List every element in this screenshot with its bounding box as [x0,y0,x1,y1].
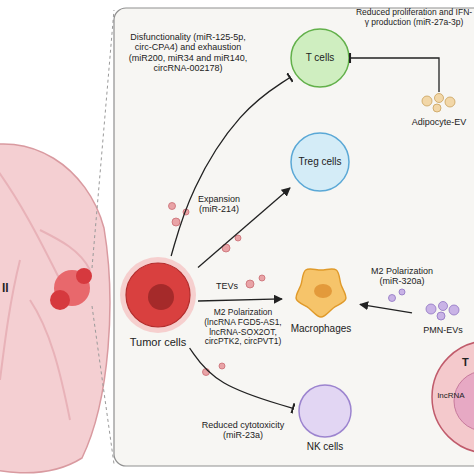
cell-label: T cells [284,52,356,63]
vesicle [449,305,459,315]
tumor-cell: Tumor cells [118,256,198,348]
arrow-connector [198,299,282,301]
edge-label: Reduced cytotoxicity (miR-23a) [196,420,290,441]
vesicle [422,96,432,106]
t-cell: T cells [290,28,350,88]
pmn-vesicles: PMN-EVs [412,300,474,336]
tumor-mass [76,268,92,284]
lung-shape [0,144,110,473]
cell-body [126,263,190,327]
inhibition-connector [350,58,439,92]
vesicle [183,209,189,215]
cell-nucleus [454,371,474,431]
nk-cell: NK cells [293,384,357,452]
vesicles [389,289,406,302]
cut-off-label: T [462,356,469,369]
vesicle [435,94,444,103]
cell-label: PMN-EVs [406,326,474,336]
vesicle [203,369,210,376]
edge-label: Reduced proliferation and IFN-γ producti… [355,8,473,28]
arrow-connector [198,188,290,268]
cell-shape [118,256,198,348]
cell-body [299,385,351,437]
vesicle-label: TEVs [216,281,238,291]
cell-nucleus [148,284,174,310]
vesicle [389,295,396,302]
inhibition-connector [171,78,290,257]
vesicle [433,104,441,112]
tumor-mass [50,290,70,310]
vesicle [399,289,405,295]
vesicle [246,280,254,288]
vesicle [235,235,241,241]
zoom-line [92,10,114,268]
cell-body [296,269,346,317]
vesicle [426,304,436,314]
vesicle [259,275,265,281]
cell-label: NK cells [287,441,363,452]
treg-cell: Treg cells [290,132,350,192]
zoom-line [92,306,114,464]
vesicle [222,244,230,252]
edge-label: Expansion (miR-214) [188,194,250,215]
vesicle [437,312,445,320]
vesicle [219,363,225,369]
vesicle [169,203,176,210]
arrow-connector [360,304,412,313]
adipocyte-vesicles: Adipocyte-EV [404,92,474,128]
cell-label: lncRNA [422,392,474,401]
edge-label: M2 Polarization (lncRNA FGD5-AS1, lncRNA… [204,308,282,347]
bronchi [0,160,90,420]
cell-label: Adipocyte-EV [398,118,474,128]
cell-glow [120,257,196,333]
zoom-panel [114,8,474,466]
macrophage-cell: Macrophages [282,262,360,334]
cell-label: Tumor cells [112,336,204,348]
cell-label: Macrophages [276,323,366,334]
vesicle [439,302,448,311]
cut-off-label: ll [2,282,9,296]
cell-label: Treg cells [284,156,356,167]
edge-label: M2 Polarization (miR-320a) [362,266,442,287]
edge-label: Disfunctionality (miR-125-5p, circ-CPA4)… [126,32,250,73]
cell-nucleus [314,284,332,298]
inhibition-connector [190,348,293,408]
vesicle [445,97,455,107]
vesicle [172,218,180,226]
